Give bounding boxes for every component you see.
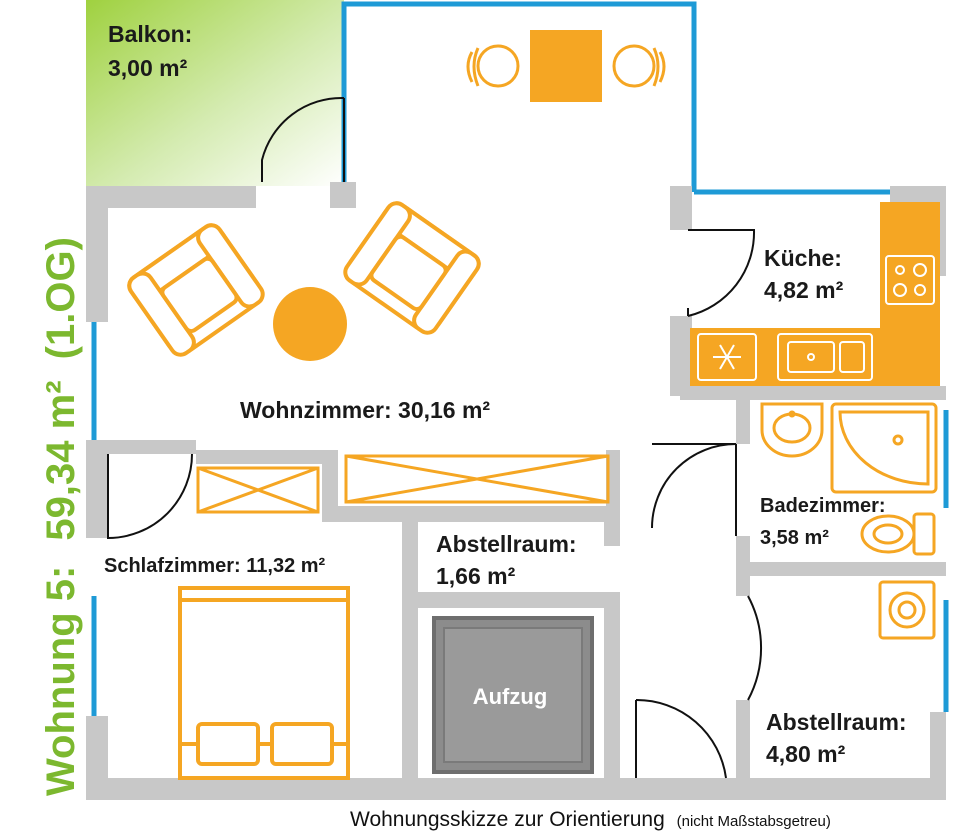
shower-icon <box>830 402 938 494</box>
plan-caption-note: (nicht Maßstabsgetreu) <box>677 813 831 830</box>
washbasin-icon <box>760 402 824 458</box>
toilet-icon <box>860 512 936 556</box>
abstellraum-small-name: Abstellraum: <box>436 531 577 557</box>
apartment-title-area: 59,34 m² <box>39 380 83 540</box>
armchair-icon <box>127 223 265 357</box>
chair-icon <box>466 44 520 88</box>
double-bed-icon <box>178 586 350 780</box>
abstellraum-large-area: 4,80 m² <box>766 741 846 767</box>
wohnzimmer-label: Wohnzimmer: 30,16 m² <box>240 397 490 423</box>
door-swing-icon <box>107 96 762 779</box>
badezimmer-name: Badezimmer: <box>760 495 886 517</box>
plan-caption-main: Wohnungsskizze zur Orientierung <box>350 808 665 831</box>
apartment-title-floor: (1.OG) <box>39 237 83 359</box>
round-table-icon <box>273 287 347 361</box>
wardrobe-icon <box>196 466 320 514</box>
badezimmer-area: 3,58 m² <box>760 527 829 549</box>
balcony-area <box>86 0 344 186</box>
elevator-shaft: Aufzug <box>432 616 594 774</box>
apartment-title-prefix: Wohnung 5: <box>39 566 83 796</box>
walls <box>86 182 946 800</box>
fridge-icon <box>697 333 757 381</box>
dining-table-icon <box>530 30 602 102</box>
svg-text:Wohnung 5: 59,34 m²: Wohnung 5: 59,34 m² (1.OG) <box>39 237 83 796</box>
windows <box>91 1 949 716</box>
kueche-area: 4,82 m² <box>764 277 844 303</box>
sink-icon <box>777 333 873 381</box>
armchair-icon <box>343 201 481 335</box>
abstellraum-large-name: Abstellraum: <box>766 709 907 735</box>
dining-set <box>466 30 666 102</box>
balkon-area: 3,00 m² <box>108 55 188 81</box>
balkon-name: Balkon: <box>108 21 192 47</box>
kitchen-counter <box>690 202 940 386</box>
wardrobe-icon <box>344 454 610 504</box>
apartment-title: Wohnung 5: 59,34 m² (1.OG) <box>39 237 83 796</box>
schlafzimmer-label: Schlafzimmer: 11,32 m² <box>104 555 326 577</box>
aufzug-label: Aufzug <box>473 684 548 709</box>
washing-machine-icon <box>878 580 936 640</box>
plan-caption: Wohnungsskizze zur Orientierung (nicht M… <box>350 808 831 831</box>
stove-icon <box>885 255 935 305</box>
abstellraum-small-area: 1,66 m² <box>436 563 516 589</box>
chair-icon <box>612 44 666 88</box>
kueche-name: Küche: <box>764 245 842 271</box>
